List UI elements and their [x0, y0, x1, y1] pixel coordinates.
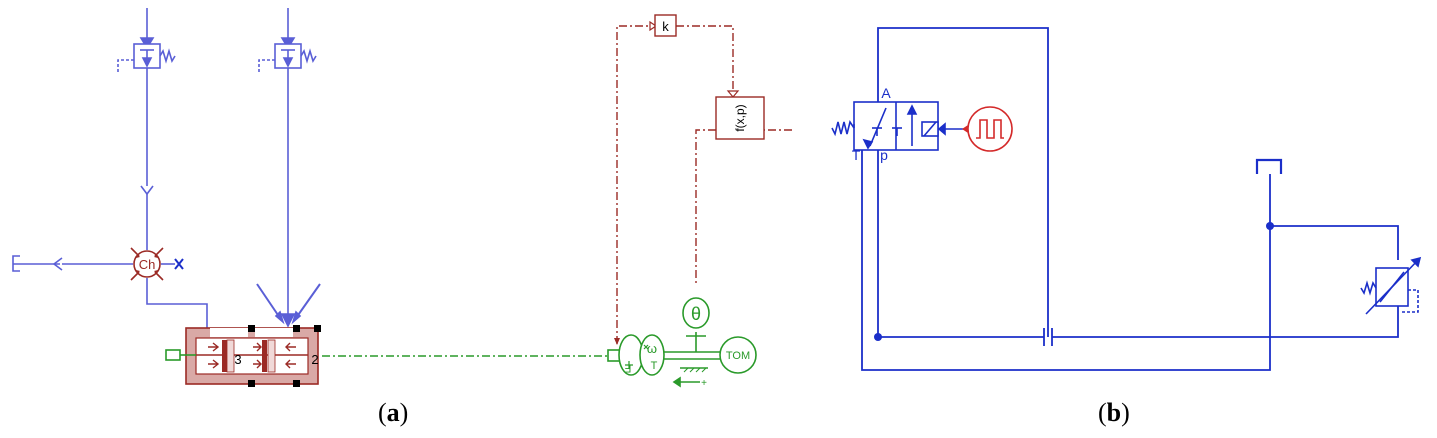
- tank-symbol: [1255, 158, 1283, 174]
- function-block-label: f(x,p): [733, 104, 747, 131]
- chamber-symbol: Ch: [130, 247, 164, 281]
- load-label: TOM: [726, 350, 750, 362]
- chamber-to-actuator-line: [146, 278, 208, 328]
- port-2-label: 2: [311, 352, 318, 367]
- actuator-body: 3 2: [165, 325, 321, 387]
- plus-sign: +: [701, 378, 707, 389]
- gain-block: k: [654, 14, 677, 37]
- valve-port-p: p: [880, 147, 888, 163]
- caption-a-letter: a: [386, 398, 400, 427]
- port-3-label: 3: [234, 352, 241, 367]
- pressure-source-left: [117, 8, 176, 250]
- pressure-source-right: [256, 8, 321, 328]
- caption-b: (b): [1098, 398, 1130, 427]
- tank-line-left: [12, 255, 184, 272]
- panel-a: Ch 3 2: [12, 8, 792, 389]
- circuit-lines: [861, 27, 1399, 371]
- directional-valve: [831, 101, 968, 151]
- gain-block-label: k: [662, 19, 669, 34]
- caption-b-letter: b: [1106, 398, 1122, 427]
- angle-symbol: θ: [691, 304, 701, 324]
- valve-port-A: A: [881, 85, 891, 101]
- omega-symbol: ω: [647, 341, 657, 356]
- panel-b: A T p: [831, 27, 1422, 371]
- signal-loop: [616, 25, 792, 344]
- relief-valve: [1360, 256, 1422, 315]
- caption-a: (a): [378, 398, 409, 427]
- junction-node-right: [1266, 222, 1274, 230]
- valve-port-T: T: [852, 147, 861, 163]
- force-symbol: F: [624, 362, 631, 374]
- chamber-label: Ch: [139, 257, 156, 272]
- square-wave-source: [962, 106, 1013, 152]
- rotary-load-assembly: [607, 297, 757, 388]
- torque-symbol: T: [651, 360, 658, 372]
- junction-node-left: [874, 333, 882, 341]
- function-block: f(x,p): [715, 96, 765, 140]
